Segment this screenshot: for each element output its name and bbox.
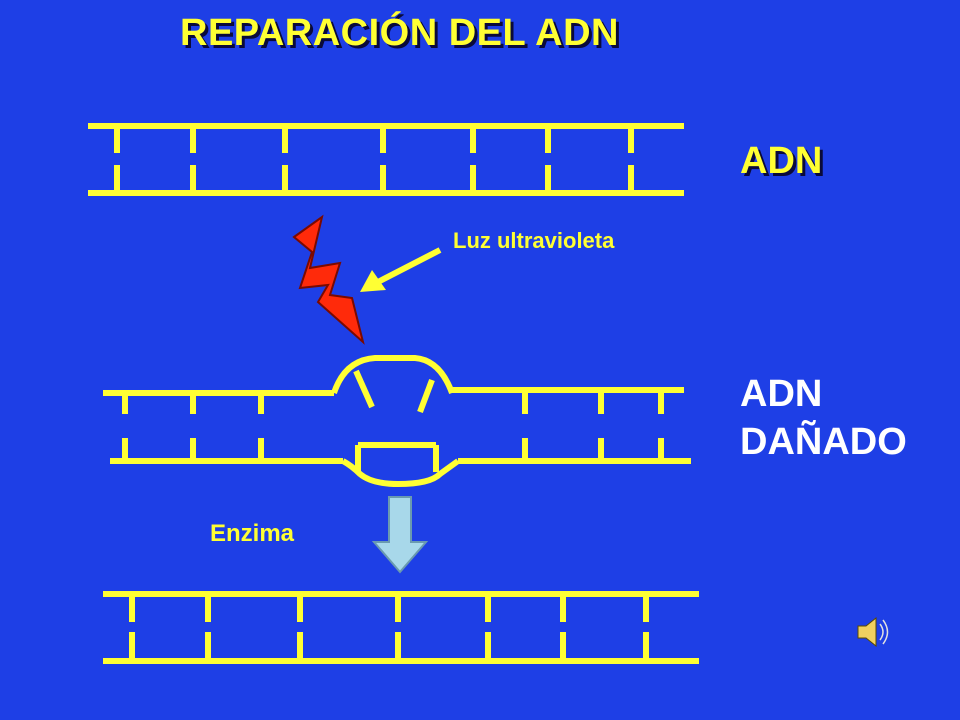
dna-damaged [103, 355, 691, 488]
base-pairs-repaired [129, 594, 649, 661]
base-pairs-damaged [122, 390, 664, 461]
speaker-icon[interactable] [857, 616, 889, 648]
damaged-dna-label: ADN DAÑADO [740, 370, 907, 466]
base-pairs-top [114, 126, 634, 193]
damaged-dna-label-line2: DAÑADO [740, 421, 907, 463]
damaged-dna-label-line1: ADN [740, 373, 823, 415]
lightning-bolt-icon [292, 214, 365, 345]
uv-label: Luz ultravioleta [453, 228, 615, 253]
enzyme-label: Enzima [210, 520, 295, 547]
dna-label: ADN [740, 140, 823, 182]
slide-title: REPARACIÓN DEL ADN [180, 12, 619, 54]
dna-repaired [103, 591, 699, 664]
dna-intact-top [88, 123, 684, 196]
uv-pointer-arrow [360, 247, 442, 292]
enzyme-arrow [371, 496, 429, 574]
